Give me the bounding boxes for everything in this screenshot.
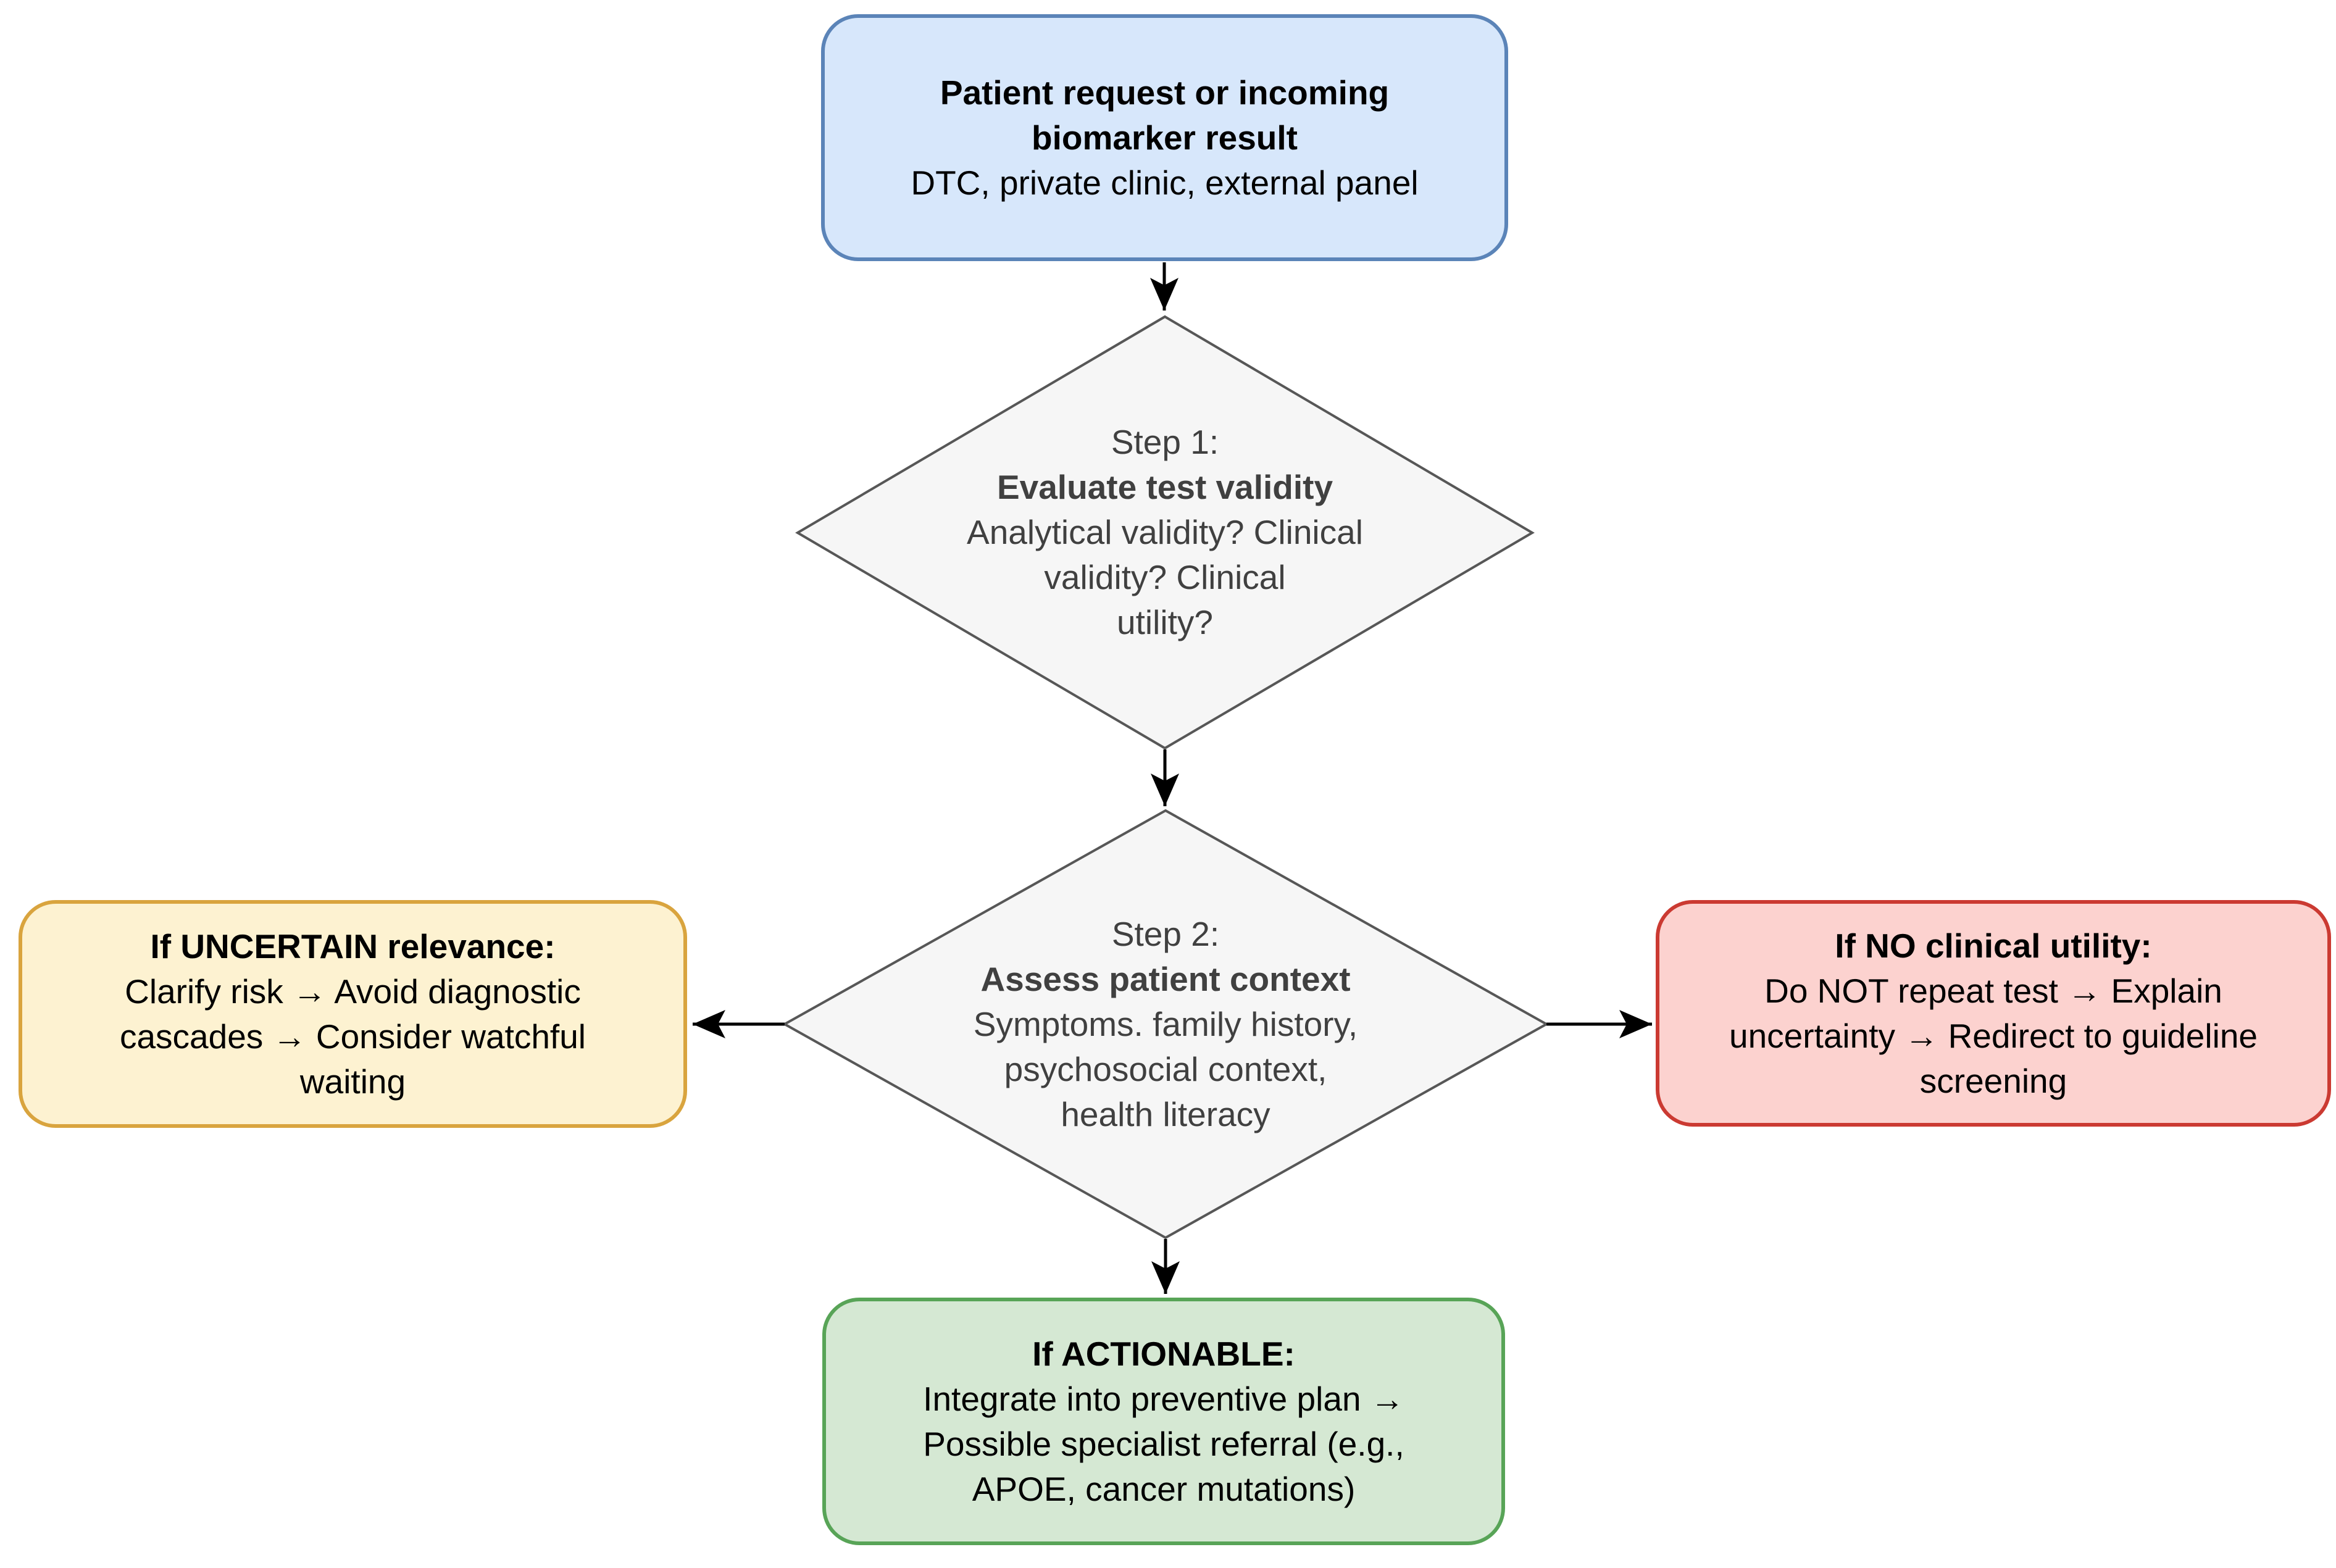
step1-diamond — [795, 315, 1535, 750]
node-body-line: DTC, private clinic, external panel — [911, 163, 1419, 202]
step-number-line: Step 2: — [1111, 914, 1220, 953]
node-step2-label: Step 2: Assess patient context Symptoms.… — [857, 907, 1474, 1141]
node-body-line: Clarify risk → Avoid diagnostic — [125, 972, 581, 1011]
node-body-line: screening — [1919, 1061, 2067, 1100]
node-body-line: uncertainty → Redirect to guideline — [1729, 1016, 2258, 1055]
node-title-line: If ACTIONABLE: — [1032, 1334, 1295, 1373]
node-title-line: Evaluate test validity — [996, 467, 1333, 506]
node-patient-request: Patient request or incoming biomarker re… — [821, 14, 1508, 261]
node-step1-label: Step 1: Evaluate test validity Analytica… — [856, 415, 1474, 649]
node-title-line: biomarker result — [1031, 118, 1298, 157]
node-title-line: If NO clinical utility: — [1835, 926, 2152, 965]
node-body-line: APOE, cancer mutations) — [972, 1469, 1356, 1508]
node-uncertain-relevance: If UNCERTAIN relevance: Clarify risk → A… — [19, 900, 687, 1128]
node-body-line: validity? Clinical — [1044, 557, 1286, 596]
node-body-line: Possible specialist referral (e.g., — [923, 1424, 1404, 1463]
node-title-line: Assess patient context — [980, 959, 1351, 998]
step-number-line: Step 1: — [1111, 422, 1219, 461]
node-title-line: If UNCERTAIN relevance: — [150, 927, 556, 965]
node-no-clinical-utility: If NO clinical utility: Do NOT repeat te… — [1656, 900, 2331, 1127]
node-body-line: Do NOT repeat test → Explain — [1764, 971, 2222, 1010]
step2-diamond — [782, 809, 1550, 1240]
node-body-line: Integrate into preventive plan → — [923, 1379, 1404, 1418]
node-body-line: waiting — [299, 1062, 406, 1101]
node-body-line: cascades → Consider watchful — [119, 1017, 586, 1056]
node-body-line: utility? — [1117, 603, 1213, 641]
node-body-line: health literacy — [1061, 1095, 1270, 1133]
node-title-line: Patient request or incoming — [940, 73, 1390, 112]
node-actionable: If ACTIONABLE: Integrate into preventive… — [822, 1298, 1505, 1545]
node-body-line: Symptoms. family history, — [973, 1004, 1358, 1043]
node-body-line: Analytical validity? Clinical — [967, 512, 1363, 551]
node-body-line: psychosocial context, — [1004, 1049, 1327, 1088]
